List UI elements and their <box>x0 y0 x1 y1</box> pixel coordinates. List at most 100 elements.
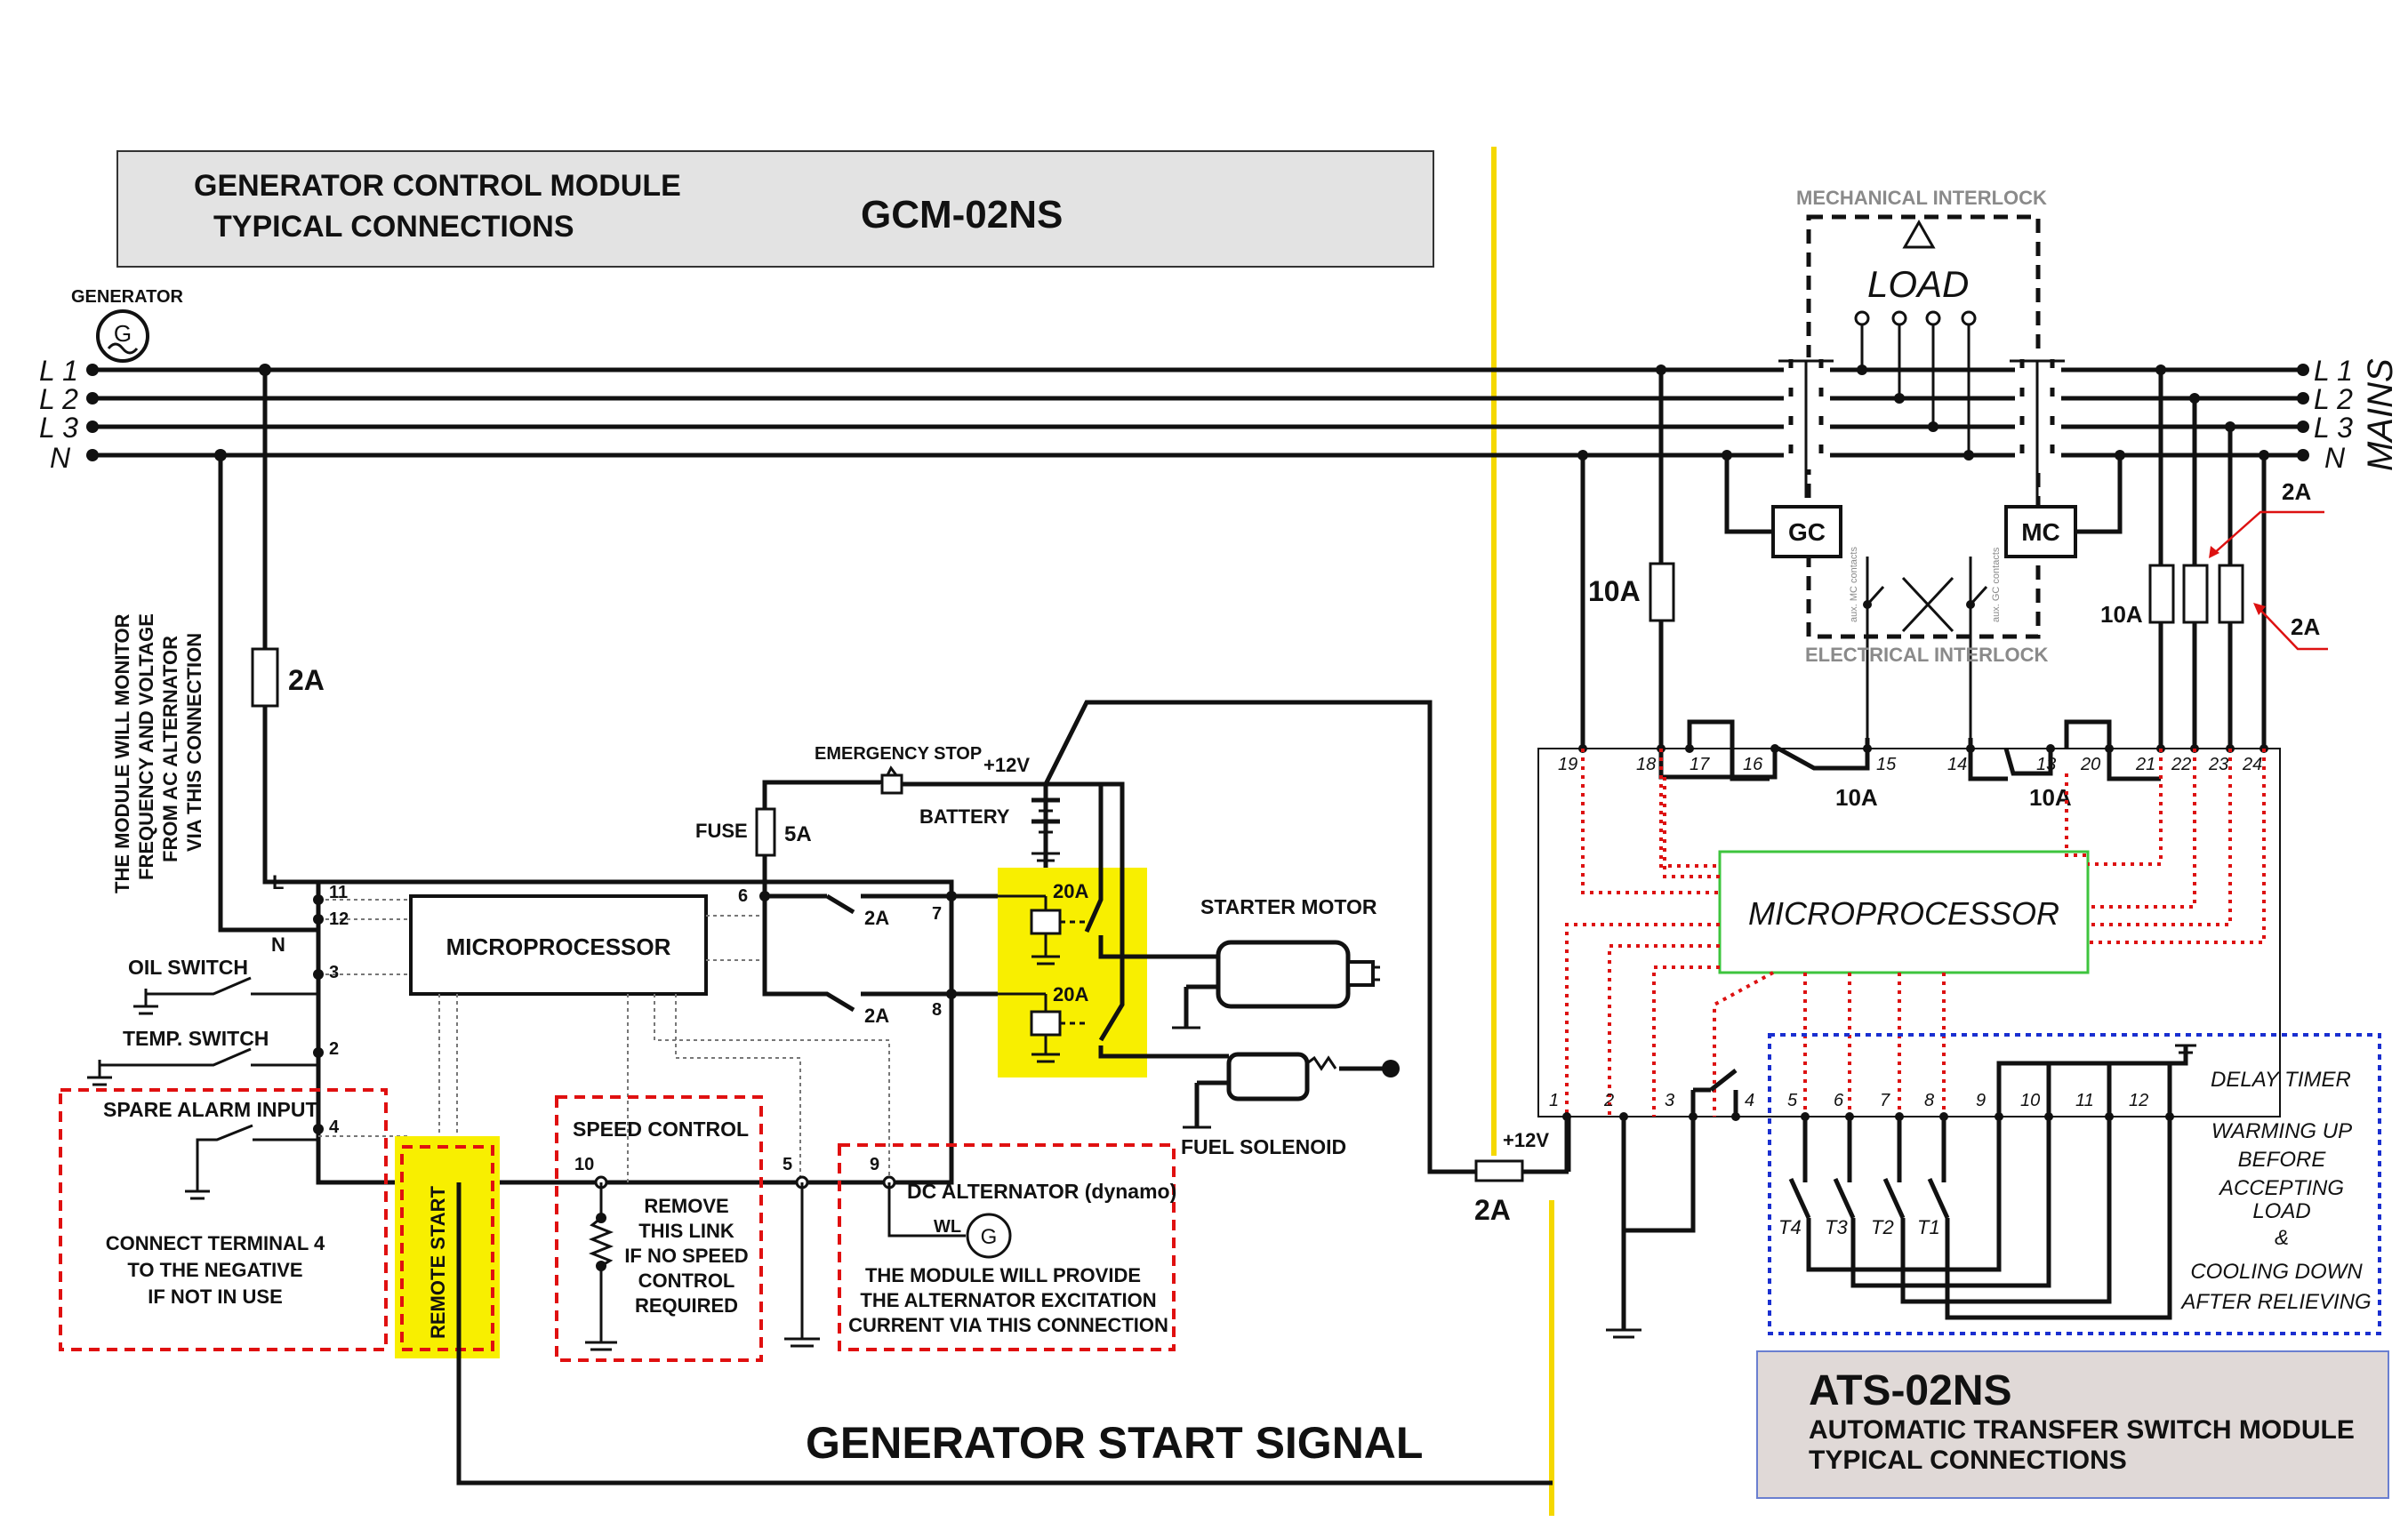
speed-note-line2: THIS LINK <box>638 1220 734 1242</box>
timer-t2: T2 <box>1871 1216 1894 1238</box>
timer-t4: T4 <box>1778 1216 1802 1238</box>
oil-switch-icon <box>133 976 318 1015</box>
gc-coil-label: GC <box>1788 518 1826 546</box>
interlock-triangle-icon <box>1902 219 1936 249</box>
starter-motor-label: STARTER MOTOR <box>1200 895 1377 918</box>
temp-switch-icon <box>87 1047 318 1086</box>
mains-label: MAINS <box>2361 358 2400 471</box>
temp-switch-label: TEMP. SWITCH <box>123 1027 269 1050</box>
remote-start-label: REMOTE START <box>427 1186 449 1339</box>
signal-fuse-2a <box>1474 1159 1524 1182</box>
emergency-stop-label: EMERGENCY STOP <box>815 744 982 764</box>
timer-t1: T1 <box>1917 1216 1940 1238</box>
svg-text:16: 16 <box>1743 755 1763 774</box>
svg-text:FREQUENCY AND VOLTAGE: FREQUENCY AND VOLTAGE <box>135 613 157 880</box>
gcm-title-line1: GENERATOR CONTROL MODULE <box>194 169 681 203</box>
plus12v-label: +12V <box>983 754 1030 776</box>
gcm-model-title: GCM-02NS <box>861 193 1063 236</box>
alternator-wire <box>887 1182 966 1238</box>
svg-text:17: 17 <box>1690 755 1710 774</box>
starter-motor-icon <box>1172 940 1380 1029</box>
dc-alternator-icon <box>966 1213 1012 1259</box>
gcm-terminal-9: 9 <box>870 1155 879 1174</box>
timer-box <box>1768 1033 2381 1335</box>
generator-start-wire <box>456 1182 1553 1486</box>
svg-text:18: 18 <box>1636 755 1656 774</box>
speed-note-line3: IF NO SPEED <box>624 1245 748 1267</box>
wl-label: WL <box>934 1217 961 1237</box>
fuse-label: FUSE <box>695 820 748 842</box>
aux-mc-label: aux. MC contacts <box>1849 547 1859 622</box>
svg-text:FROM AC ALTERNATOR: FROM AC ALTERNATOR <box>159 636 181 862</box>
svg-text:7: 7 <box>1880 1091 1890 1110</box>
alt-note-line1: THE MODULE WILL PROVIDE <box>865 1264 1141 1286</box>
svg-text:21: 21 <box>2135 755 2155 774</box>
svg-text:15: 15 <box>1876 755 1897 774</box>
delay-timer-label: DELAY TIMER <box>2211 1068 2351 1092</box>
relay-output-wiring <box>1043 700 1476 1174</box>
svg-text:9: 9 <box>1976 1091 1986 1110</box>
oil-switch-label: OIL SWITCH <box>128 956 248 979</box>
svg-text:VIA THIS CONNECTION: VIA THIS CONNECTION <box>183 633 205 852</box>
gen-phase-l3: L 3 <box>39 412 78 444</box>
relay-20a-a-label: 20A <box>1053 880 1088 902</box>
fuse-5a-label: 5A <box>784 822 812 846</box>
gcm-title-box <box>116 150 1434 268</box>
ats-subtitle-line2: TYPICAL CONNECTIONS <box>1809 1446 2127 1475</box>
ats-fuse-10a-right <box>2148 564 2175 624</box>
svg-text:6: 6 <box>1834 1091 1844 1110</box>
timer-note-line7: AFTER RELIEVING <box>2179 1290 2371 1314</box>
load-terminals-icon <box>1854 310 1977 461</box>
mechanical-interlock-label: MECHANICAL INTERLOCK <box>1796 187 2047 209</box>
gcm-label-l: L <box>272 871 284 893</box>
timer-note-line2: BEFORE <box>2238 1148 2327 1172</box>
relay-2a-a-label: 2A <box>864 907 889 929</box>
gcm-terminal-3: 3 <box>329 963 339 982</box>
alt-note-line3: CURRENT VIA THIS CONNECTION <box>848 1314 1168 1336</box>
battery-icon <box>1031 797 1060 862</box>
gc-contacts-icon <box>1778 357 1834 498</box>
timer-note-line4: LOAD <box>2252 1199 2310 1223</box>
gcm-terminal-10: 10 <box>574 1155 594 1174</box>
timer-t3: T3 <box>1825 1216 1848 1238</box>
ats-feeds <box>1577 364 2269 749</box>
mc-coil <box>2004 505 2077 558</box>
ats-fuse-10a-left <box>1649 562 1675 622</box>
spare-alarm-label: SPARE ALARM INPUT <box>103 1098 318 1121</box>
gcm-microprocessor-label: MICROPROCESSOR <box>446 933 671 960</box>
speed-control-label: SPEED CONTROL <box>573 1117 749 1141</box>
gcm-terminal-5: 5 <box>783 1155 792 1174</box>
timer-wiring <box>1788 1044 2196 1320</box>
speed-note-line4: CONTROL <box>638 1270 735 1292</box>
spare-note-line3: IF NOT IN USE <box>148 1286 283 1308</box>
ats-microprocessor <box>1718 850 2090 974</box>
fuel-solenoid-label: FUEL SOLENOID <box>1181 1135 1346 1158</box>
gcm-fuse-2a-label: 2A <box>288 664 325 696</box>
electrical-interlock-label: ELECTRICAL INTERLOCK <box>1805 644 2048 666</box>
signal-fuse-2a-label: 2A <box>1474 1194 1511 1226</box>
svg-text:4: 4 <box>1745 1091 1754 1110</box>
remote-start-highlight <box>395 1136 500 1358</box>
generator-icon <box>96 309 149 363</box>
spare-note-line1: CONNECT TERMINAL 4 <box>106 1232 325 1254</box>
monitor-note: THE MODULE WILL MONITOR FREQUENCY AND VO… <box>111 613 205 893</box>
spare-alarm-switch-icon <box>185 1124 318 1200</box>
ats-relay-10a-left-label: 10A <box>1835 784 1878 811</box>
ats-relay-10a-right-label: 10A <box>2029 784 2072 811</box>
gc-coil-wire <box>1724 455 1773 534</box>
remote-start-box <box>400 1145 494 1351</box>
fuse-pointer-arrows <box>2209 510 2328 651</box>
dc-alternator-label: DC ALTERNATOR (dynamo) <box>907 1180 1176 1203</box>
svg-text:8: 8 <box>1924 1091 1934 1110</box>
dc-alternator-symbol: G <box>981 1225 998 1249</box>
svg-text:19: 19 <box>1558 755 1577 774</box>
svg-text:2: 2 <box>1603 1091 1614 1110</box>
load-label: LOAD <box>1867 263 1969 305</box>
gen-phase-l2: L 2 <box>39 383 78 415</box>
aux-gc-label: aux. GC contacts <box>1991 547 2002 622</box>
svg-text:13: 13 <box>2036 755 2056 774</box>
svg-text:14: 14 <box>1947 755 1967 774</box>
ats-top-wiring <box>1658 719 2161 781</box>
ats-bottom-wiring <box>1564 1069 1738 1339</box>
